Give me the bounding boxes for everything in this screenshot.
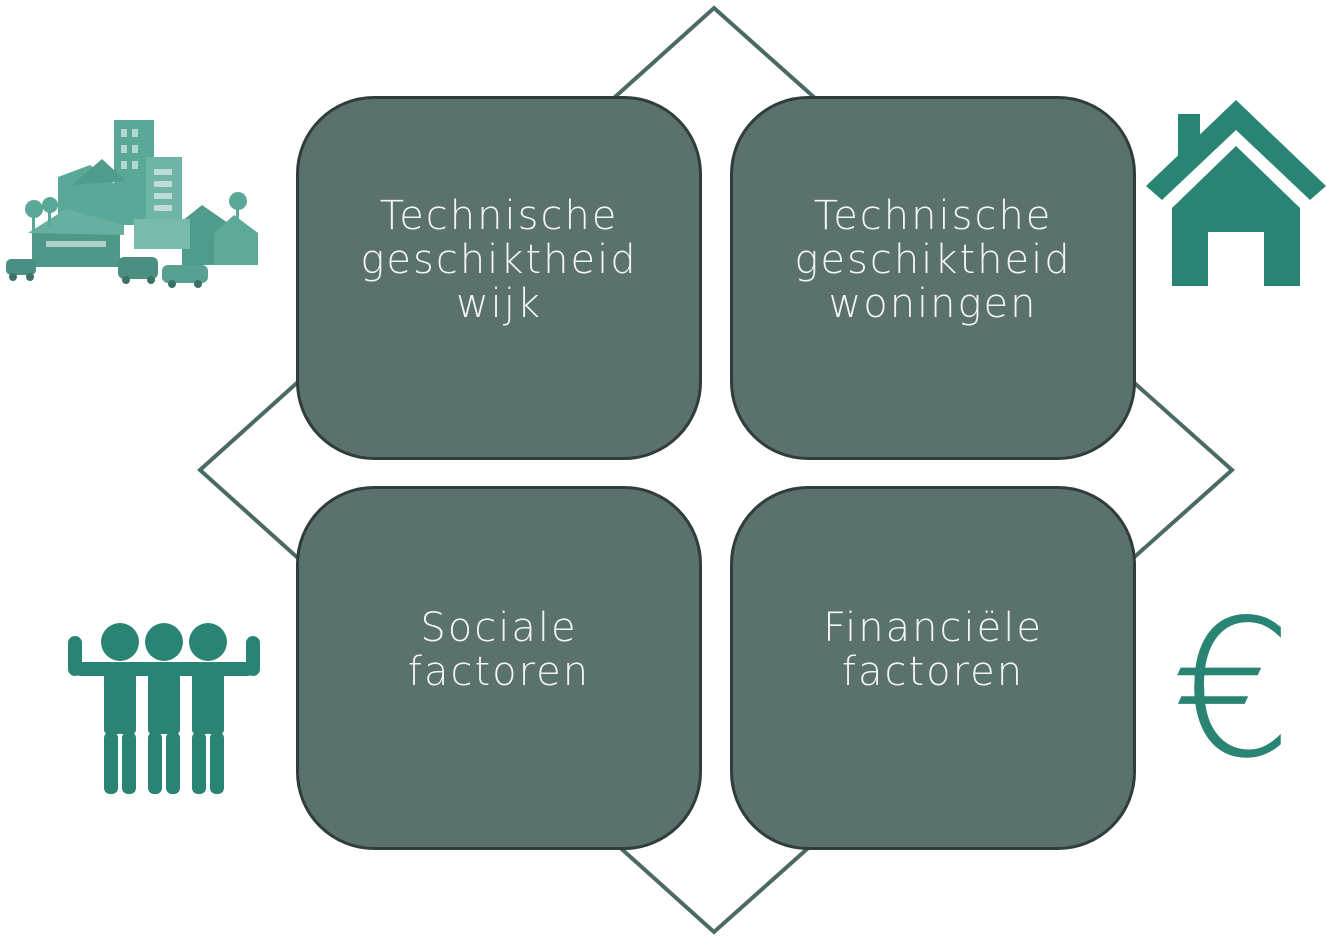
tile-label: Technische geschiktheid woningen xyxy=(794,193,1072,327)
people-icon xyxy=(68,623,260,794)
tile-technical-homes: Technische geschiktheid woningen xyxy=(730,96,1136,460)
neighborhood-icon xyxy=(6,120,258,288)
tile-label: Technische geschiktheid wijk xyxy=(360,193,638,327)
tile-financial-factors: Financiële factoren xyxy=(730,486,1136,850)
tile-label: Sociale factoren xyxy=(407,605,591,695)
house-icon xyxy=(1146,100,1326,286)
tile-label: Financiële factoren xyxy=(823,605,1043,695)
tile-technical-neighborhood: Technische geschiktheid wijk xyxy=(296,96,702,460)
euro-icon: € xyxy=(1172,600,1293,780)
tile-social-factors: Sociale factoren xyxy=(296,486,702,850)
